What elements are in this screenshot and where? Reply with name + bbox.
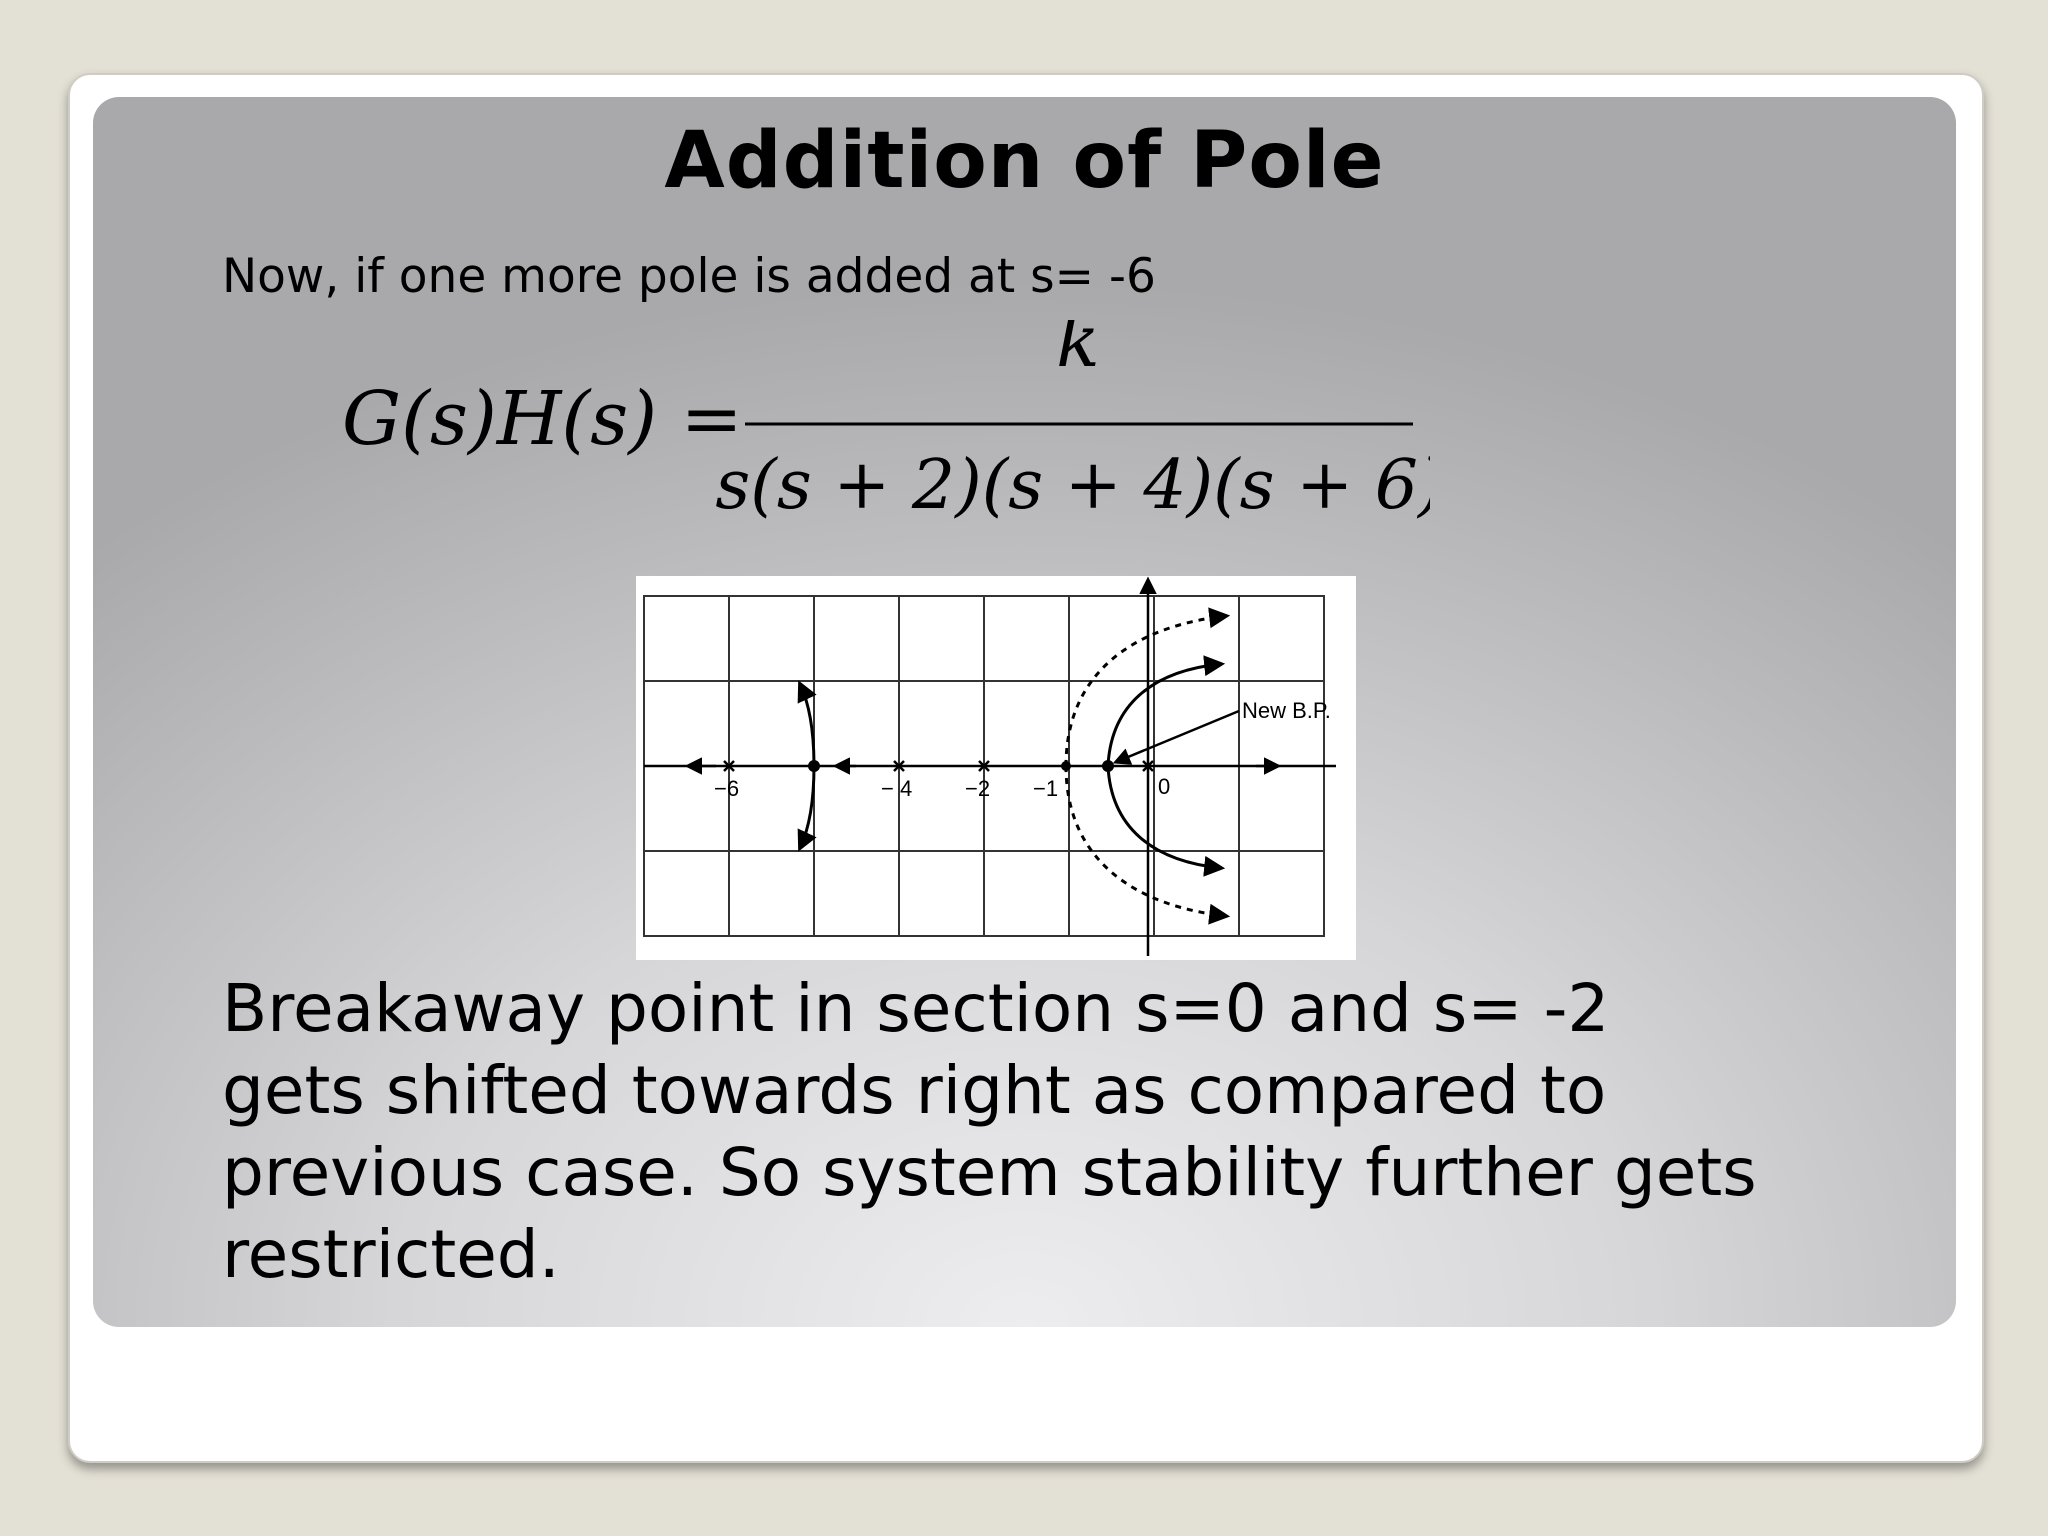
intro-text: Now, if one more pole is added at s= -6: [222, 249, 1156, 304]
tick-label: −6: [714, 776, 739, 801]
axis-tick-labels: −6 − 4 −2 −1 0: [714, 774, 1170, 801]
conclusion-line: Breakaway point in section s=0 and s= -2: [222, 970, 1610, 1047]
branch-near-minus-5: [797, 680, 817, 852]
tick-label: − 4: [881, 776, 912, 801]
tick-label: −1: [1033, 776, 1058, 801]
conclusion-line: restricted.: [222, 1216, 560, 1293]
conclusion-line: gets shifted towards right as compared t…: [222, 1052, 1607, 1129]
equation-denominator: s(s + 2)(s + 4)(s + 6): [715, 446, 1430, 525]
new-locus-branches: [1106, 655, 1226, 877]
tick-label: −2: [965, 776, 990, 801]
slide-title: Addition of Pole: [664, 116, 1385, 206]
conclusion-line: previous case. So system stability furth…: [222, 1134, 1757, 1211]
new-bp-label: New B.P.: [1242, 698, 1331, 723]
equation-lhs: G(s)H(s) =: [342, 376, 743, 462]
conclusion-paragraph: Breakaway point in section s=0 and s= -2…: [222, 968, 1922, 1296]
root-locus-plot: New B.P. −6 − 4 −2 −1 0: [636, 576, 1356, 960]
tick-label: 0: [1158, 774, 1170, 799]
equation-numerator: k: [1056, 320, 1100, 383]
pole-markers: [723, 760, 1154, 772]
previous-locus-branches: [1064, 607, 1231, 925]
transfer-function-equation: G(s)H(s) = k s(s + 2)(s + 4)(s + 6): [342, 320, 1430, 525]
annotation-arrow: [1112, 709, 1240, 765]
